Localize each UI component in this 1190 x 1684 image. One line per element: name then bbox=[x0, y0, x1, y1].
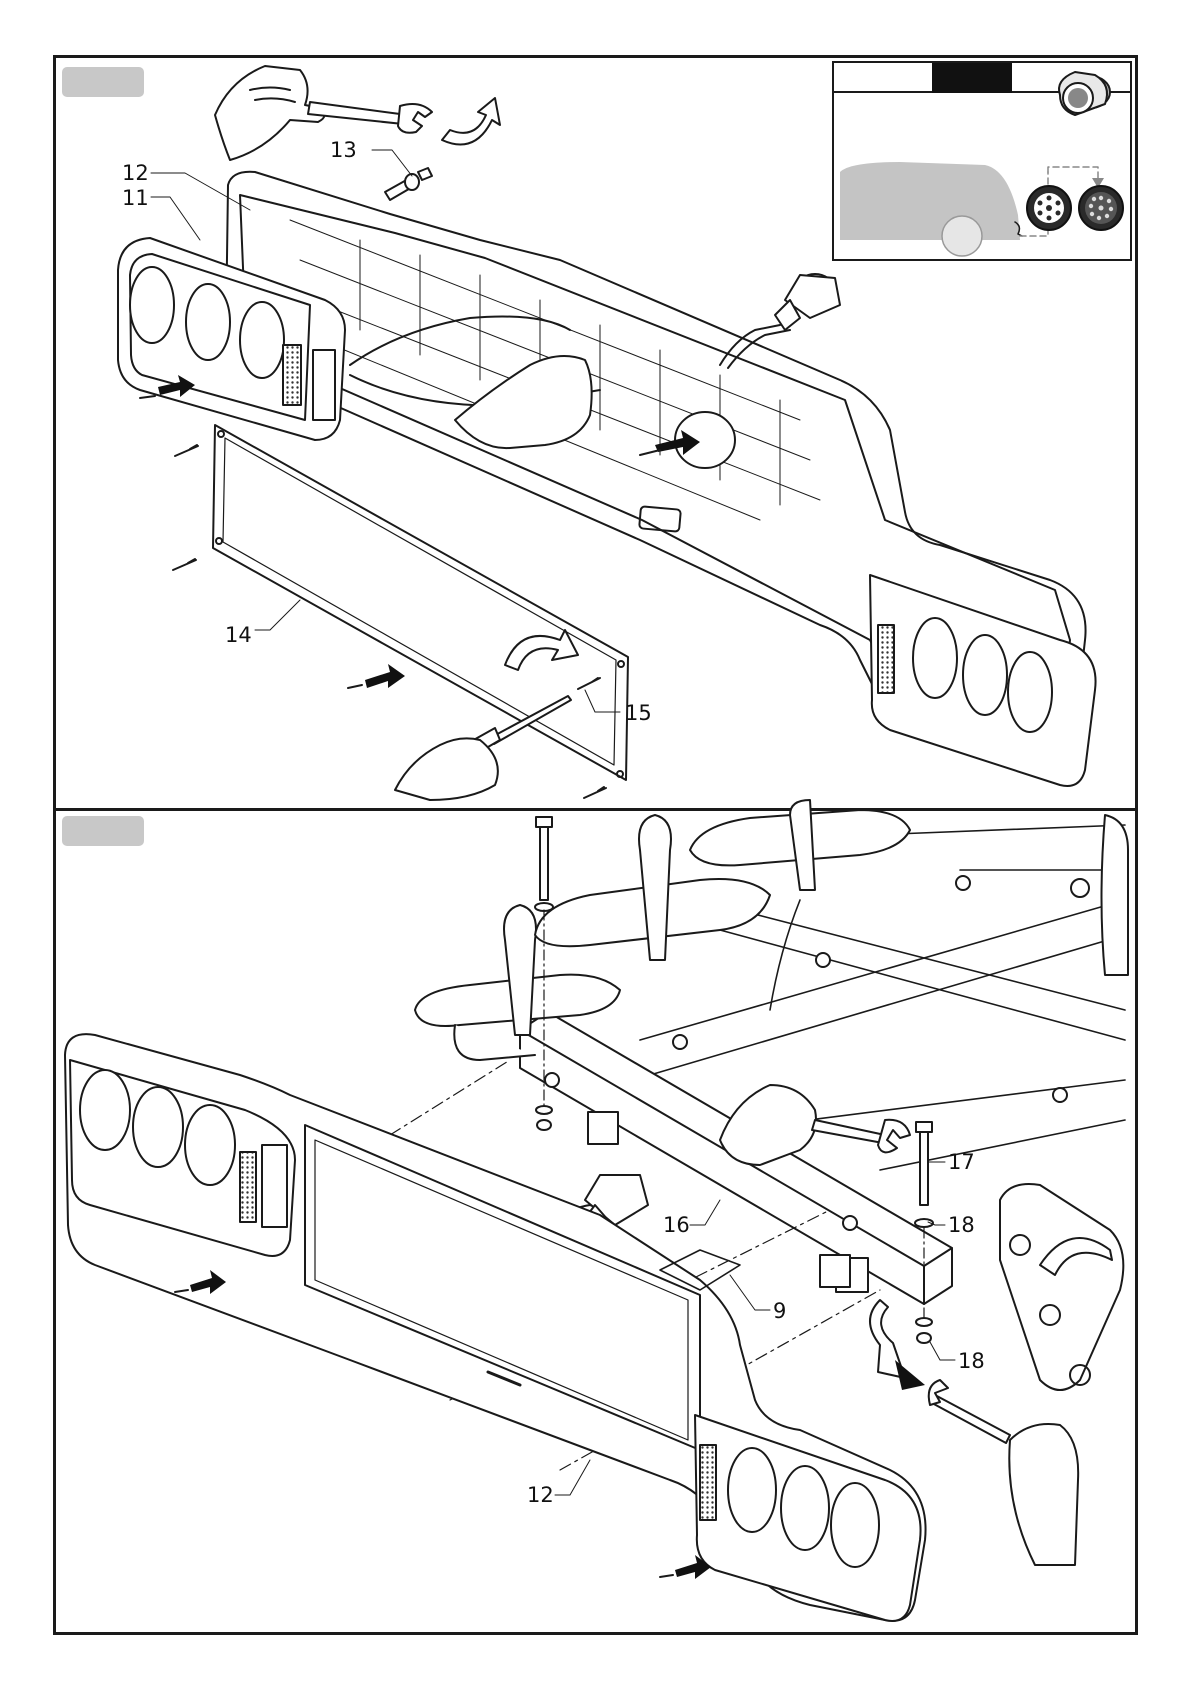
screw-13 bbox=[385, 168, 432, 200]
callout-12-step2: 12 bbox=[527, 1483, 554, 1507]
socket-7pin-icon bbox=[1027, 186, 1071, 230]
callout-9: 9 bbox=[773, 1299, 786, 1323]
socket-13pin-icon bbox=[1079, 186, 1123, 230]
screw-right-lower bbox=[584, 787, 606, 798]
callout-17: 17 bbox=[948, 1150, 975, 1174]
callout-12: 12 bbox=[122, 161, 149, 185]
plug-13pin-icon bbox=[1059, 72, 1110, 115]
screw-left-upper bbox=[175, 445, 198, 456]
rotate-arrow-bottom bbox=[870, 1300, 925, 1390]
rotate-arrow-icon bbox=[442, 98, 500, 145]
wheel-holder-3 bbox=[690, 800, 910, 890]
callout-18-upper: 18 bbox=[948, 1213, 975, 1237]
push-arrow-plate bbox=[348, 664, 405, 688]
callout-13: 13 bbox=[330, 138, 357, 162]
callout-11: 11 bbox=[122, 186, 149, 210]
callout-16: 16 bbox=[663, 1213, 690, 1237]
callout-18-lower: 18 bbox=[958, 1349, 985, 1373]
callout-14: 14 bbox=[225, 623, 252, 647]
hand-screwdriver bbox=[395, 738, 498, 800]
hand-wrench-bottom bbox=[929, 1380, 1078, 1565]
end-cap-right bbox=[545, 815, 1128, 1230]
wrench-icon bbox=[308, 102, 432, 133]
wheel-holder-4 bbox=[1000, 1184, 1123, 1390]
hand-wrench-center bbox=[720, 1085, 910, 1165]
hand-wrench-top bbox=[215, 66, 432, 160]
callout-15: 15 bbox=[625, 701, 652, 725]
screw-left-lower bbox=[173, 559, 196, 570]
car-rear-icon bbox=[840, 162, 1022, 256]
